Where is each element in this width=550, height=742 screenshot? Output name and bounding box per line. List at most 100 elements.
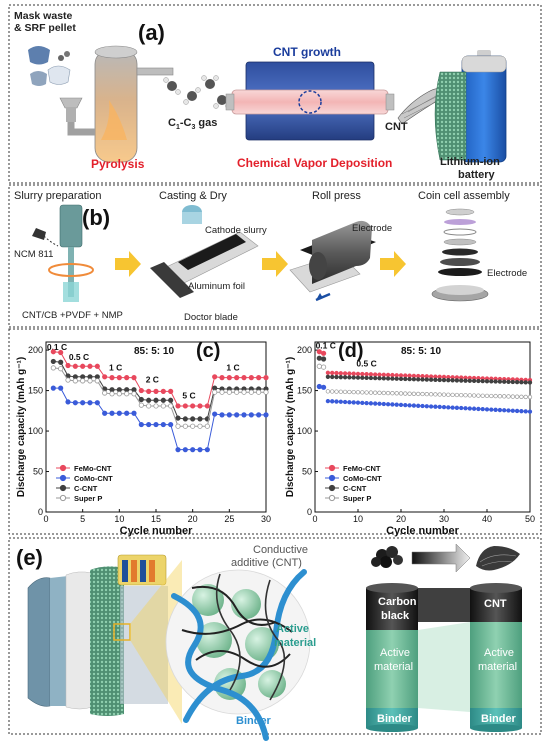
data-point xyxy=(480,393,485,398)
data-point xyxy=(241,412,247,418)
data-point xyxy=(403,376,408,382)
data-point xyxy=(175,403,181,409)
data-point xyxy=(360,371,365,377)
col1-mid-line-1: Active xyxy=(380,647,410,659)
data-point xyxy=(102,390,108,396)
col2-mid-line-1: Active xyxy=(484,647,514,659)
data-point xyxy=(471,378,477,384)
x-tick-label: 50 xyxy=(525,514,535,524)
data-point xyxy=(364,372,369,377)
data-point xyxy=(204,423,210,429)
data-point xyxy=(493,379,498,384)
legend-label: Super P xyxy=(343,494,371,503)
data-point xyxy=(424,377,429,382)
data-point xyxy=(190,447,196,453)
column-carbon-black xyxy=(366,583,418,732)
input-text-line-2: & SRF pellet xyxy=(14,22,76,34)
data-point xyxy=(109,410,115,416)
doctor-blade-label: Doctor blade xyxy=(184,312,238,323)
data-point xyxy=(334,374,339,380)
data-point xyxy=(226,389,232,395)
data-point xyxy=(256,389,262,395)
x-tick-label: 15 xyxy=(151,514,161,524)
data-point xyxy=(467,393,472,398)
data-point xyxy=(489,407,494,412)
data-point xyxy=(377,372,382,377)
data-point xyxy=(441,377,447,383)
step-casting-dry: Casting & Dry xyxy=(159,190,227,202)
legend-marker xyxy=(328,464,336,472)
data-point xyxy=(493,393,498,399)
panel-b-label: (b) xyxy=(82,205,110,230)
data-point xyxy=(197,403,203,409)
gas-molecules-icon xyxy=(163,75,231,109)
data-point xyxy=(510,379,515,385)
data-point xyxy=(394,373,399,378)
data-point xyxy=(476,393,481,398)
data-point xyxy=(212,411,218,417)
data-point xyxy=(325,389,331,394)
y-tick-label: 50 xyxy=(302,467,312,477)
data-point xyxy=(131,375,137,381)
data-point xyxy=(527,394,533,400)
mixer-icon xyxy=(32,204,94,302)
data-point xyxy=(364,400,369,406)
cnt-tube-icon xyxy=(397,88,447,125)
col2-bottom-label: Binder xyxy=(481,713,517,725)
data-point xyxy=(373,372,378,377)
process-arrow-3 xyxy=(380,251,406,277)
data-point xyxy=(316,383,322,390)
y-tick-label: 150 xyxy=(28,386,43,396)
data-point xyxy=(87,378,93,384)
data-point xyxy=(160,421,166,428)
data-point xyxy=(58,366,64,372)
data-point xyxy=(381,390,386,396)
data-point xyxy=(514,394,520,399)
data-point xyxy=(433,404,438,409)
legend-marker xyxy=(328,474,336,482)
data-point xyxy=(385,402,391,407)
data-point xyxy=(190,403,196,409)
cnt-bundle-icon xyxy=(476,546,520,571)
data-point xyxy=(234,375,240,381)
data-point xyxy=(338,399,343,404)
data-point xyxy=(514,379,520,385)
x-tick-label: 30 xyxy=(261,514,271,524)
data-point xyxy=(65,399,71,405)
data-point xyxy=(446,378,451,383)
data-point xyxy=(65,362,71,369)
column-cnt xyxy=(470,583,522,732)
data-point xyxy=(50,358,56,365)
data-point xyxy=(102,374,108,380)
data-point xyxy=(116,410,122,416)
x-tick-label: 0 xyxy=(312,514,317,524)
data-point xyxy=(385,376,391,381)
data-point xyxy=(182,403,188,409)
data-point xyxy=(263,389,269,395)
data-point xyxy=(168,388,174,394)
data-point xyxy=(330,389,335,394)
data-point xyxy=(72,378,78,384)
data-point xyxy=(385,372,391,378)
data-point xyxy=(476,378,481,384)
data-point xyxy=(124,375,130,381)
data-point xyxy=(368,375,374,381)
data-point xyxy=(241,389,247,395)
data-point xyxy=(446,405,451,410)
data-point xyxy=(441,404,447,410)
data-point xyxy=(226,412,232,418)
data-point xyxy=(342,399,348,405)
y-tick-label: 200 xyxy=(28,345,43,355)
data-point xyxy=(403,402,408,408)
legend-marker xyxy=(328,484,336,492)
y-tick-label: 100 xyxy=(28,426,43,436)
data-point xyxy=(94,363,100,369)
data-point xyxy=(342,389,348,395)
legend-marker xyxy=(59,474,67,482)
data-point xyxy=(338,389,343,394)
data-point xyxy=(450,405,455,410)
legend-label: FeMo-CNT xyxy=(343,464,381,473)
data-point xyxy=(320,356,327,362)
process-arrow-1 xyxy=(115,251,141,277)
